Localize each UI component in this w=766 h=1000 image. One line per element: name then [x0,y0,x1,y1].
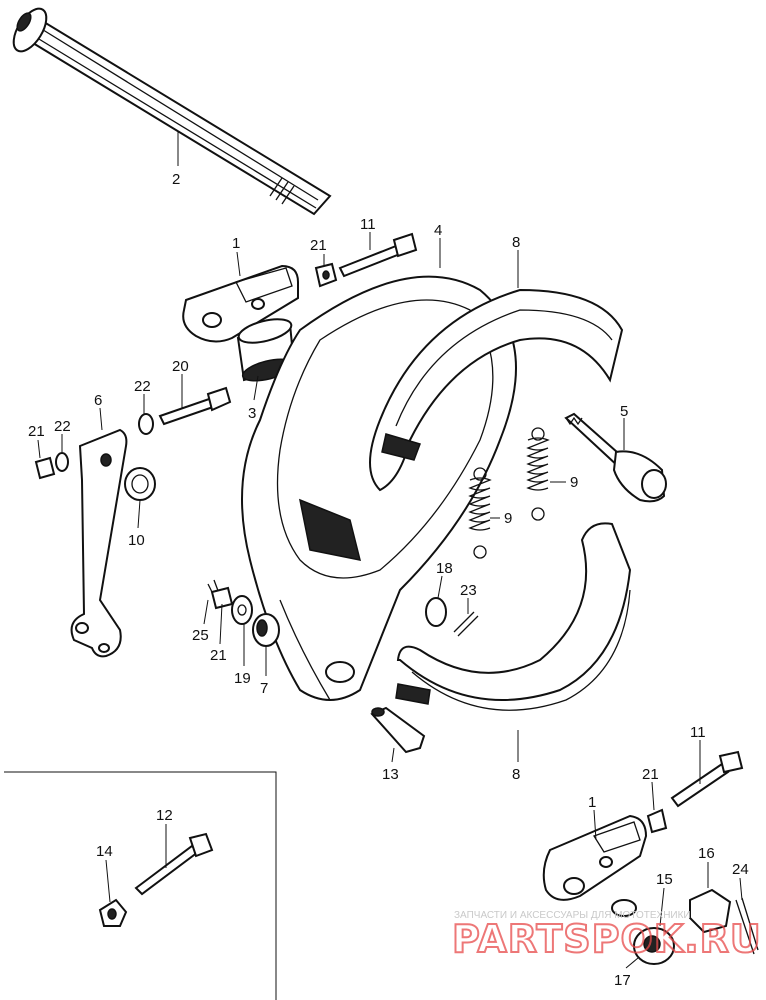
callout-11-upper: 11 [360,216,376,233]
callout-8-upper: 8 [512,234,520,251]
callout-13: 13 [382,766,399,783]
nut-21-upper [314,262,338,288]
bolt-11-lower [670,750,744,808]
callout-5: 5 [620,403,628,420]
brake-arm-lower [542,814,648,901]
leader-lines [37,132,743,969]
watermark-logo: PARTSPOK.RU [452,917,762,961]
watermark: ЗАПЧАСТИ И АКСЕССУАРЫ ДЛЯ МОТОТЕХНИКИ PA… [451,910,762,962]
washer-18 [425,597,447,627]
callout-2: 2 [172,171,180,188]
callout-4: 4 [434,222,442,239]
callout-24: 24 [732,861,749,878]
anchor-pin-13 [370,706,426,754]
callout-18: 18 [436,560,453,577]
callout-19: 19 [234,670,251,687]
washer-22-left [55,452,69,472]
callout-20: 20 [172,358,189,375]
inset-box-border [4,771,277,1000]
spring-left [468,467,492,559]
nut-14 [98,898,128,927]
callout-17: 17 [614,972,631,989]
brake-shoe-lower [395,522,632,711]
washer-19 [231,595,253,625]
callout-8-lower: 8 [512,766,520,783]
nut-17 [633,927,675,965]
brake-lever [70,428,128,658]
callout-1-lower: 1 [588,794,596,811]
collar-7 [252,613,280,647]
spring-right [526,427,550,521]
castle-nut-16 [689,888,732,934]
callout-1-upper: 1 [232,235,240,252]
callout-22-mid: 22 [134,378,151,395]
cotter-pin-23 [453,611,479,637]
callout-12: 12 [156,807,173,824]
callout-6: 6 [94,392,102,409]
callout-11-lower: 11 [690,724,706,741]
callout-21-left: 21 [28,423,45,440]
callout-25: 25 [192,627,209,644]
bolt-12 [134,832,214,896]
callout-9-left: 9 [504,510,512,527]
axle [12,7,332,216]
callout-labels: 2 1 21 11 4 8 20 22 3 5 6 21 22 9 9 10 1… [28,171,749,989]
nut-21-lower [646,808,668,834]
cotter-pin-24 [735,897,759,955]
washer-22 [138,413,154,435]
callout-21-lower: 21 [642,766,659,783]
brake-arm-upper [182,264,299,343]
callout-9-right: 9 [570,474,578,491]
lever-bushing [124,467,156,501]
callout-23: 23 [460,582,477,599]
callout-7: 7 [260,680,268,697]
watermark-caption: ЗАПЧАСТИ И АКСЕССУАРЫ ДЛЯ МОТОТЕХНИКИ [454,910,691,921]
callout-21-upper: 21 [310,237,327,254]
callout-3: 3 [248,405,256,422]
callout-14: 14 [96,843,113,860]
callout-22-left: 22 [54,418,71,435]
bolt-20 [158,386,232,426]
bolt-11-upper [338,232,418,278]
callout-15: 15 [656,871,673,888]
washer-15 [611,899,637,917]
brake-cam [564,412,667,503]
callout-10: 10 [128,532,145,549]
nut-21-left [34,456,56,480]
brake-shoe-upper [369,288,624,492]
callout-21-mid: 21 [210,647,227,664]
callout-16: 16 [698,845,715,862]
